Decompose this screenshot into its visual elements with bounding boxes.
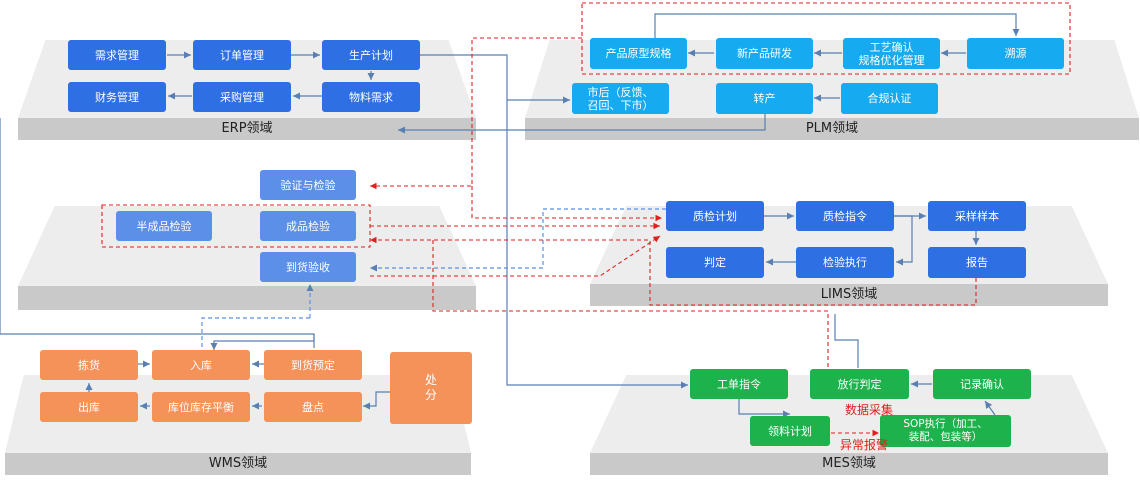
edge-incoming-inbound — [201, 317, 310, 350]
plm-domain-label: PLM领域 — [525, 118, 1139, 140]
lims-domain-label: LIMS领域 — [590, 284, 1108, 306]
lims-left-platform — [18, 206, 476, 310]
verify-inspect-box[interactable]: 验证与检验 — [260, 170, 356, 200]
erp-production-plan-box[interactable]: 生产计划 — [322, 40, 420, 70]
wms-balance-box[interactable]: 库位库存平衡 — [152, 392, 250, 422]
edge-prototype-trace — [654, 13, 1020, 38]
edge-verify-qcplan — [471, 186, 662, 222]
wms-arrival-booking-box[interactable]: 到货预定 — [264, 350, 362, 380]
finished-inspect-box[interactable]: 成品检验 — [260, 211, 356, 241]
edge-release-up — [834, 314, 859, 368]
lims-sampling-box[interactable]: 采样样本 — [928, 201, 1026, 231]
edge-to-inbound — [210, 334, 315, 350]
erp-finance-box[interactable]: 财务管理 — [68, 82, 166, 112]
lims-qc-instruction-box[interactable]: 质检指令 — [796, 201, 894, 231]
plm-prototype-spec-box[interactable]: 产品原型规格 — [590, 38, 687, 69]
mes-domain-label: MES领域 — [590, 453, 1108, 475]
exception-alarm-label: 异常报警 — [840, 438, 889, 452]
erp-material-demand-box[interactable]: 物料需求 — [322, 82, 420, 112]
plm-after-sales-box[interactable]: 市后（反馈、 召回、下市） — [572, 83, 669, 114]
plm-process-confirm-box[interactable]: 工艺确认 规格优化管理 — [843, 38, 940, 69]
edge-sampling-exec — [894, 215, 913, 266]
erp-order-box[interactable]: 订单管理 — [193, 40, 291, 70]
semi-inspect-box[interactable]: 半成品检验 — [116, 211, 212, 241]
mes-release-judge-box[interactable]: 放行判定 — [810, 369, 909, 399]
erp-demand-box[interactable]: 需求管理 — [68, 40, 166, 70]
plm-traceability-box[interactable]: 溯源 — [967, 38, 1064, 69]
edge-plan-aftersales — [420, 54, 570, 104]
edge-inspect-mes — [432, 240, 829, 372]
edge-plm-verify — [370, 37, 582, 190]
wms-inbound-box[interactable]: 入库 — [152, 350, 250, 380]
mes-work-order-box[interactable]: 工单指令 — [690, 369, 788, 399]
edge-qcplan-incoming — [370, 208, 666, 272]
edge-incoming-qc — [370, 235, 661, 277]
edge-sop-record — [984, 400, 996, 416]
plm-transfer-box[interactable]: 转产 — [716, 83, 813, 114]
data-collect-label: 数据采集 — [845, 403, 894, 417]
lims-inspect-exec-box[interactable]: 检验执行 — [796, 247, 894, 278]
incoming-inspect-box[interactable]: 到货验收 — [260, 252, 356, 282]
erp-purchase-box[interactable]: 采购管理 — [193, 82, 291, 112]
wms-outbound-box[interactable]: 出库 — [40, 392, 138, 422]
wms-disposal-box[interactable]: 处 分 — [390, 352, 472, 424]
mes-record-confirm-box[interactable]: 记录确认 — [933, 369, 1031, 399]
edge-plan-workorder — [506, 100, 688, 389]
plm-new-product-box[interactable]: 新产品研发 — [716, 38, 813, 69]
lims-qc-plan-box[interactable]: 质检计划 — [666, 201, 764, 231]
wms-picking-box[interactable]: 拣货 — [40, 350, 138, 380]
erp-domain-label: ERP领域 — [18, 118, 476, 140]
wms-stocktake-box[interactable]: 盘点 — [264, 392, 362, 422]
edge-disposal-count — [363, 391, 390, 410]
edge-report-inspect — [370, 236, 977, 306]
edge-wo-materialplan — [738, 399, 790, 418]
lims-judgement-box[interactable]: 判定 — [666, 247, 764, 278]
lims-report-box[interactable]: 报告 — [928, 247, 1026, 278]
mes-material-plan-box[interactable]: 领料计划 — [750, 416, 830, 446]
wms-domain-label: WMS领域 — [5, 453, 471, 475]
plm-compliance-box[interactable]: 合规认证 — [841, 83, 938, 114]
edge-transfer-erp — [398, 114, 766, 134]
mes-sop-exec-box[interactable]: SOP执行（加工、 装配、包装等） — [880, 415, 1011, 447]
